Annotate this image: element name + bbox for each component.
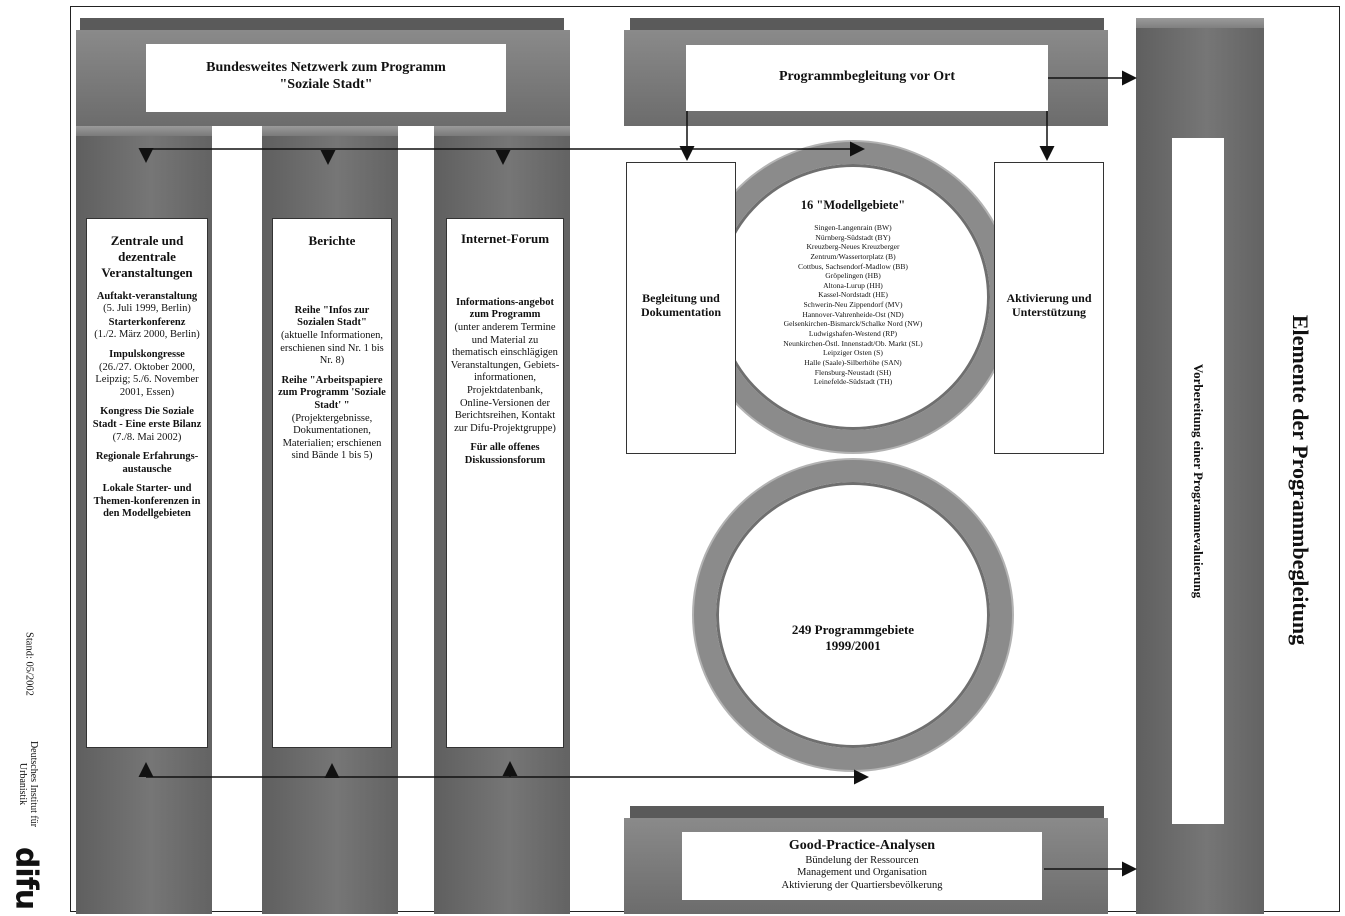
activation-box: Aktivierung und Unterstützung <box>994 162 1104 454</box>
events-item-2-title: Starterkonferenz <box>108 316 186 328</box>
program-areas-line2: 1999/2001 <box>825 637 881 653</box>
good-practice-line1: Bündelung der Ressourcen <box>805 854 919 866</box>
good-practice-line2: Management und Organisation <box>797 867 927 879</box>
good-practice-title: Good-Practice-Analysen <box>788 838 936 853</box>
list-item: Gröpelingen (HB) <box>825 271 881 281</box>
program-support-label: Programmbegleitung vor Ort <box>778 69 955 84</box>
reports-item-2-detail: (Projektergebnisse, Dokumentationen, Mat… <box>282 412 382 462</box>
list-item: Neunkirchen-Östl. Innenstadt/Ob. Markt (… <box>783 338 923 348</box>
list-item: Altona-Lurup (HH) <box>823 280 883 290</box>
forum-heading: Internet-Forum <box>460 231 550 246</box>
events-item-3-title: Impulskongresse <box>109 348 185 360</box>
events-item-5-title: Regionale Erfahrungs-austausche <box>95 451 199 475</box>
reports-box: Berichte Reihe "Infos zur Sozialen Stadt… <box>272 218 392 748</box>
list-item: Cottbus, Sachsendorf-Madlow (BB) <box>798 261 908 271</box>
model-areas-list: Singen-Langenrain (BW) Nürnberg-Südstadt… <box>738 223 968 387</box>
events-box: Zentrale und dezentrale Veranstaltungen … <box>86 218 208 748</box>
good-practice-box: Good-Practice-Analysen Bündelung der Res… <box>682 832 1042 900</box>
events-item-6-title: Lokale Starter- und Themen-konferenzen i… <box>93 483 201 520</box>
list-item: Nürnberg-Südstadt (BY) <box>815 232 891 242</box>
network-box: Bundesweites Netzwerk zum Programm "Sozi… <box>146 44 506 112</box>
good-practice-line3: Aktivierung der Quartiersbevölkerung <box>781 879 943 891</box>
pillar-reports-cap <box>262 126 398 136</box>
events-item-2-detail: (1./2. März 2000, Berlin) <box>94 329 200 341</box>
events-item-1-detail: (5. Juli 1999, Berlin) <box>103 303 191 315</box>
activation-label: Aktivierung und Unterstützung <box>1006 291 1092 320</box>
network-beam-top <box>80 18 564 32</box>
list-item: Leinefelde-Südstadt (TH) <box>813 377 893 387</box>
model-areas-title: 16 "Modellgebiete" <box>800 198 906 212</box>
list-item: Hannover-Vahrenheide-Ost (ND) <box>802 309 904 319</box>
events-item-1-title: Auftakt-veranstaltung <box>96 290 198 302</box>
list-item: Singen-Langenrain (BW) <box>814 223 892 232</box>
forum-box: Internet-Forum Informations-angebot zum … <box>446 218 564 748</box>
documentation-box: Begleitung und Dokumentation <box>626 162 736 454</box>
pillar-forum-cap <box>434 126 570 136</box>
events-item-4-detail: (7./8. Mai 2002) <box>112 431 182 443</box>
support-beam-top <box>630 18 1104 32</box>
model-areas-content: 16 "Modellgebiete" Singen-Langenrain (BW… <box>738 198 968 387</box>
network-title-line1: Bundesweites Netzwerk zum Programm <box>206 60 446 75</box>
list-item: Kreuzberg-Neues Kreuzberger <box>806 242 900 252</box>
reports-item-1-title: Reihe "Infos zur Sozialen Stadt" <box>294 304 370 329</box>
pillar-events-cap <box>76 126 212 136</box>
list-item: Leipziger Osten (S) <box>823 348 883 358</box>
good-practice-beam-top <box>630 806 1104 820</box>
program-areas-line1: 249 Programmgebiete <box>791 622 915 637</box>
documentation-label: Begleitung und Dokumentation <box>640 291 721 320</box>
forum-item-1-detail: (unter anderem Termine und Material zu t… <box>450 322 560 434</box>
events-item-3-detail: (26./27. Oktober 2000, Leipzig; 5./6. No… <box>95 361 199 398</box>
forum-item-1-title: Informations-angebot zum Programm <box>455 296 554 321</box>
list-item: Flensburg-Neustadt (SH) <box>814 367 892 377</box>
list-item: Ludwigshafen-Westend (RP) <box>808 329 898 339</box>
reports-item-2-title: Reihe "Arbeitspapiere zum Programm 'Sozi… <box>278 374 386 412</box>
evaluation-box <box>1172 138 1224 824</box>
reports-item-1-detail: (aktuelle Informationen, erschienen sind… <box>280 330 384 367</box>
list-item: Gelsenkirchen-Bismarck/Schalke Nord (NW) <box>783 319 923 329</box>
list-item: Halle (Saale)-Silberhöhe (SAN) <box>804 357 902 367</box>
reports-heading: Berichte <box>308 233 356 248</box>
evaluation-pillar-cap <box>1136 18 1264 30</box>
forum-item-2-title: Für alle offenes Diskussionsforum <box>464 442 546 466</box>
program-support-box: Programmbegleitung vor Ort <box>686 45 1048 111</box>
list-item: Schwerin-Neu Zippendorf (MV) <box>803 300 903 310</box>
network-title-line2: "Soziale Stadt" <box>279 76 373 92</box>
program-areas-content: 249 Programmgebiete 1999/2001 <box>740 622 966 653</box>
list-item: Kassel-Nordstadt (HE) <box>818 290 888 300</box>
events-item-4-title: Kongress Die Soziale Stadt - Eine erste … <box>92 406 202 430</box>
list-item: Zentrum/Wassertorplatz (B) <box>810 251 896 261</box>
events-heading: Zentrale und dezentrale Veranstaltungen <box>101 233 193 280</box>
